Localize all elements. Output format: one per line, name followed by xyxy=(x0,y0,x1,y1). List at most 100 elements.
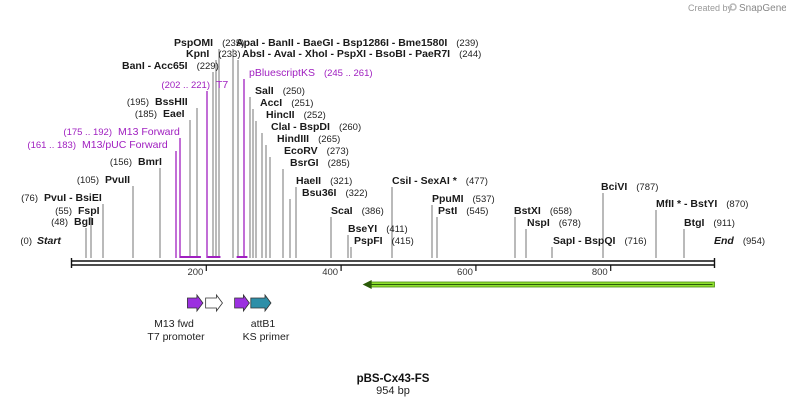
site-labels: (0)Start(48)BglI(55)FspI(76)PvuI - BsiEI… xyxy=(20,37,765,247)
site-end-label[interactable]: End xyxy=(714,235,734,247)
site-ecorv-position: (273) xyxy=(327,146,349,157)
feature-label-attb1: attB1 xyxy=(251,318,276,330)
site-psti-position: (545) xyxy=(466,206,488,217)
site-btgi-label[interactable]: BtgI xyxy=(684,217,704,229)
site-bsrgi-position: (285) xyxy=(328,158,350,169)
site-acci-position: (251) xyxy=(291,98,313,109)
site-hindiii-label[interactable]: HindIII xyxy=(277,133,309,145)
site-acci-label[interactable]: AccI xyxy=(260,97,282,109)
site-psti-label[interactable]: PstI xyxy=(438,205,457,217)
feature-m13-fwd-arrow-icon[interactable] xyxy=(187,293,204,313)
site-haeii-label[interactable]: HaeII xyxy=(296,175,321,187)
snapgene-logo-icon xyxy=(729,3,737,11)
site-sapi-bspqi-position: (716) xyxy=(624,236,646,247)
site-csii-sexai-position: (477) xyxy=(466,176,488,187)
site-sapi-bspqi-label[interactable]: SapI - BspQI xyxy=(553,235,616,247)
site-bsrgi-label[interactable]: BsrGI xyxy=(290,157,319,169)
tick-label: 200 xyxy=(187,267,203,278)
site-bsu36i-label[interactable]: Bsu36I xyxy=(302,187,337,199)
dna-backbone xyxy=(70,258,716,268)
site-leader-lines xyxy=(85,49,685,258)
site-hincii-position: (252) xyxy=(304,110,326,121)
site-kpni-label[interactable]: KpnI xyxy=(186,48,209,60)
site-pspomi-position: (235) xyxy=(222,38,244,49)
site-sali-label[interactable]: SalI xyxy=(255,85,274,97)
site-pvuii-label[interactable]: PvuII xyxy=(105,174,130,186)
site-bmri-label[interactable]: BmrI xyxy=(138,156,162,168)
site-fspi-label[interactable]: FspI xyxy=(78,205,100,217)
site-nspi-label[interactable]: NspI xyxy=(527,217,550,229)
site-clai-bspdi-position: (260) xyxy=(339,122,361,133)
site-scai-label[interactable]: ScaI xyxy=(331,205,353,217)
tick-label: 800 xyxy=(592,267,608,278)
orf-arrow[interactable] xyxy=(362,280,715,289)
site-bstxi-position: (658) xyxy=(550,206,572,217)
map-caption: pBS-Cx43-FS 954 bp xyxy=(357,373,430,397)
site-t7-position: (202 .. 221) xyxy=(161,80,210,91)
site-bani-acc65i-label[interactable]: BanI - Acc65I xyxy=(122,60,188,72)
site-fspi-position: (55) xyxy=(55,206,72,217)
site-start-label[interactable]: Start xyxy=(37,235,61,247)
site-m13-forward-label[interactable]: M13 Forward xyxy=(118,126,180,138)
site-t7-label[interactable]: T7 xyxy=(216,79,228,91)
site-pspfi-label[interactable]: PspFI xyxy=(354,235,383,247)
feature-t7-promoter-arrow-icon[interactable] xyxy=(205,293,223,313)
site-pvui-bsiei-label[interactable]: PvuI - BsiEI xyxy=(44,192,102,204)
site-mfii-bstyi-position: (870) xyxy=(726,199,748,210)
site-pbluescriptks-label[interactable]: pBluescriptKS xyxy=(249,67,315,79)
site-apai-banii-baegi-bsp1286i-bme1580i-position: (239) xyxy=(456,38,478,49)
credit-brand: SnapGene xyxy=(739,3,786,14)
site-nspi-position: (678) xyxy=(559,218,581,229)
site-start-position: (0) xyxy=(20,236,32,247)
site-ppumi-label[interactable]: PpuMI xyxy=(432,193,464,205)
site-eaei-label[interactable]: EaeI xyxy=(163,108,185,120)
site-hindiii-position: (265) xyxy=(318,134,340,145)
orf-arrowhead-icon xyxy=(362,280,372,289)
site-bgli-label[interactable]: BglI xyxy=(74,216,94,228)
site-sali-position: (250) xyxy=(283,86,305,97)
snapgene-credit: Created by SnapGene xyxy=(688,3,786,14)
site-mfii-bstyi-label[interactable]: MfII * - BstYI xyxy=(656,198,717,210)
site-bsshii-label[interactable]: BssHII xyxy=(155,96,188,108)
site-absi-avai-xhoi-pspxi-bsobi-paer7i-label[interactable]: AbsI - AvaI - XhoI - PspXI - BsoBI - Pae… xyxy=(242,48,450,60)
site-pbluescriptks-position: (245 .. 261) xyxy=(324,68,373,79)
site-absi-avai-xhoi-pspxi-bsobi-paer7i-position: (244) xyxy=(459,49,481,60)
site-bseyi-position: (411) xyxy=(386,224,407,235)
site-bsshii-position: (195) xyxy=(127,97,149,108)
feature-ks-primer-arrow-icon[interactable] xyxy=(250,293,272,313)
site-m13-puc-forward-label[interactable]: M13/pUC Forward xyxy=(82,139,168,151)
site-csii-sexai-label[interactable]: CsiI - SexAI * xyxy=(392,175,458,187)
site-pspomi-label[interactable]: PspOMI xyxy=(174,37,213,49)
site-kpni-position: (233) xyxy=(218,49,240,60)
tick-label: 400 xyxy=(322,267,338,278)
feature-label-ks-primer: KS primer xyxy=(243,331,290,343)
site-hincii-label[interactable]: HincII xyxy=(266,109,295,121)
credit-created-by: Created by xyxy=(688,3,733,13)
feature-attb1-arrow-icon[interactable] xyxy=(234,293,250,313)
site-pvuii-position: (105) xyxy=(77,175,99,186)
site-bani-acc65i-position: (229) xyxy=(197,61,219,72)
site-pspfi-position: (415) xyxy=(392,236,414,247)
site-m13-forward-position: (175 .. 192) xyxy=(63,127,112,138)
site-bgli-position: (48) xyxy=(51,217,68,228)
sequence-name: pBS-Cx43-FS xyxy=(357,373,430,385)
site-clai-bspdi-label[interactable]: ClaI - BspDI xyxy=(271,121,330,133)
site-bcivi-position: (787) xyxy=(636,182,658,193)
sequence-length: 954 bp xyxy=(376,385,410,397)
site-bseyi-label[interactable]: BseYI xyxy=(348,223,377,235)
site-scai-position: (386) xyxy=(362,206,384,217)
feature-label-t7-promoter: T7 promoter xyxy=(147,331,205,343)
site-btgi-position: (911) xyxy=(713,218,734,229)
site-eaei-position: (185) xyxy=(135,109,157,120)
feature-label-m13-fwd: M13 fwd xyxy=(154,318,194,330)
site-end-position: (954) xyxy=(743,236,765,247)
site-ecorv-label[interactable]: EcoRV xyxy=(284,145,318,157)
tick-label: 600 xyxy=(457,267,473,278)
site-bcivi-label[interactable]: BciVI xyxy=(601,181,627,193)
site-haeii-position: (321) xyxy=(330,176,352,187)
ruler-ticks: 200 400 600 800 xyxy=(187,265,612,278)
site-bstxi-label[interactable]: BstXI xyxy=(514,205,541,217)
site-apai-banii-baegi-bsp1286i-bme1580i-label[interactable]: ApaI - BanII - BaeGI - Bsp1286I - Bme158… xyxy=(236,37,447,49)
